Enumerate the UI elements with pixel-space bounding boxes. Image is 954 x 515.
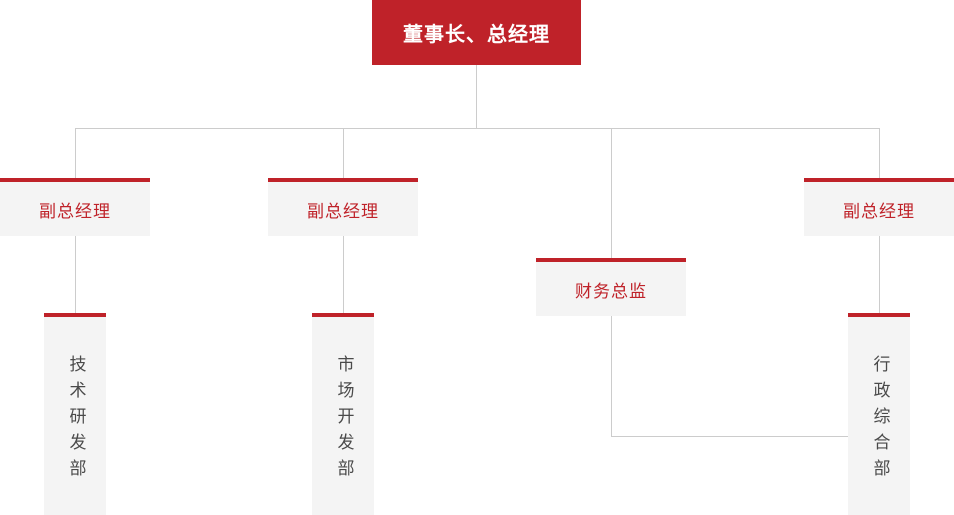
connector-bus-to-cfo	[611, 128, 612, 258]
node-department-administration[interactable]: 行政综合部	[848, 313, 910, 515]
node-vice-general-manager-1-label: 副总经理	[39, 201, 111, 222]
connector-vgm2-to-market-dept	[343, 236, 344, 313]
connector-bus-to-vgm-3	[879, 128, 880, 178]
node-vice-general-manager-1[interactable]: 副总经理	[0, 178, 150, 236]
connector-horizontal-bus	[75, 128, 880, 129]
node-vice-general-manager-3-label: 副总经理	[843, 201, 915, 222]
connector-cfo-elbow-horizontal	[611, 436, 879, 437]
node-department-rd-label: 技术研发部	[65, 355, 86, 485]
node-department-market-label: 市场开发部	[333, 355, 354, 485]
connector-bus-to-vgm-1	[75, 128, 76, 178]
node-chairman-general-manager-label: 董事长、总经理	[403, 22, 550, 46]
node-department-administration-label: 行政综合部	[869, 355, 890, 485]
connector-bus-to-vgm-2	[343, 128, 344, 178]
node-finance-director[interactable]: 财务总监	[536, 258, 686, 316]
connector-root-stem	[476, 65, 477, 128]
node-vice-general-manager-2-label: 副总经理	[307, 201, 379, 222]
node-department-market[interactable]: 市场开发部	[312, 313, 374, 515]
node-finance-director-label: 财务总监	[575, 281, 647, 302]
connector-vgm3-to-admin-dept	[879, 236, 880, 313]
node-chairman-general-manager[interactable]: 董事长、总经理	[372, 0, 581, 65]
node-vice-general-manager-3[interactable]: 副总经理	[804, 178, 954, 236]
node-department-rd[interactable]: 技术研发部	[44, 313, 106, 515]
connector-cfo-elbow-vertical	[611, 316, 612, 436]
connector-vgm1-to-rd-dept	[75, 236, 76, 313]
node-vice-general-manager-2[interactable]: 副总经理	[268, 178, 418, 236]
